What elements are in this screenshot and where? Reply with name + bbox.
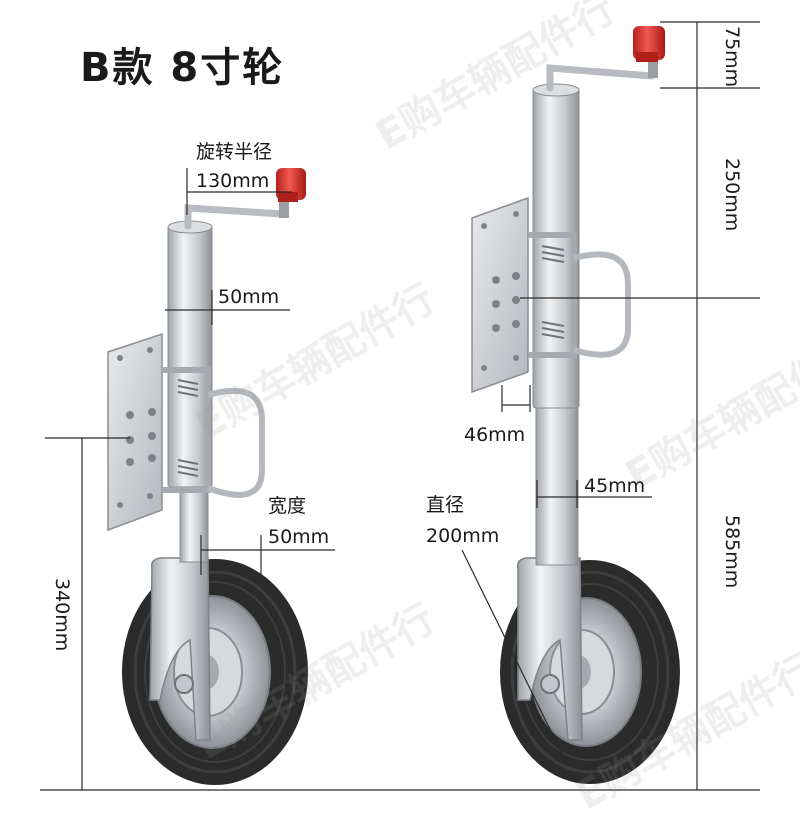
right-fork: [516, 557, 583, 741]
product-illustration: [40, 21, 760, 791]
right-clamp: [528, 232, 577, 358]
inner-tube-diameter: 46mm: [464, 424, 526, 446]
wheel-diameter-label: 直径: [426, 494, 465, 516]
left-dimension-lines: [45, 168, 335, 790]
product-title: B款 8寸轮: [80, 45, 285, 91]
left-fork: [149, 557, 211, 741]
wheel-width-label: 宽度: [268, 495, 307, 517]
left-knob: [276, 168, 306, 202]
lower-tube-diameter: 45mm: [584, 475, 646, 497]
right-lower-tube: [535, 404, 579, 566]
rotation-radius-label: 旋转半径: [196, 141, 273, 163]
right-knob: [633, 26, 665, 62]
top-height-dimension: 75mm: [721, 26, 743, 88]
left-axle-nut: [174, 674, 194, 694]
left-u-bolt: [206, 387, 265, 498]
left-height-dimension: 340mm: [51, 578, 73, 652]
right-u-bolt: [573, 251, 631, 358]
right-crank-handle: [546, 64, 656, 92]
left-tube-diameter: 50mm: [218, 286, 280, 308]
handle-height-dimension: 250mm: [721, 158, 743, 232]
right-mount-plate: [471, 196, 529, 394]
left-jack: [107, 168, 308, 785]
right-dimension-lines: [461, 21, 760, 790]
wheel-width-value: 50mm: [268, 526, 330, 548]
wheel-diameter-value: 200mm: [426, 525, 500, 547]
left-clamp: [162, 367, 211, 493]
right-axle-nut: [540, 674, 560, 694]
rotation-radius-value: 130mm: [196, 170, 270, 192]
lower-height-dimension: 585mm: [721, 515, 743, 589]
right-jack: [471, 26, 680, 784]
left-mount-plate: [107, 332, 163, 532]
left-inner-tube: [179, 479, 209, 563]
left-crank-handle: [184, 204, 286, 230]
